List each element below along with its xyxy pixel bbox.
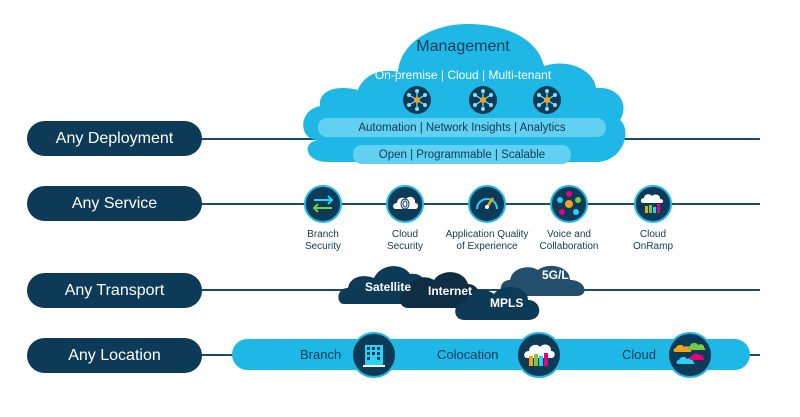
colocation-datacenter-icon xyxy=(516,332,562,378)
any-service-label: Any Service xyxy=(27,186,202,221)
transport-mpls-label: MPLS xyxy=(490,296,524,310)
cloud-onramp-icon xyxy=(634,185,672,223)
transport-internet-label: Internet xyxy=(428,284,473,298)
location-branch-label: Branch xyxy=(300,347,342,362)
branch-security-icon xyxy=(304,185,342,223)
multicloud-icon xyxy=(667,332,713,378)
service-label-app-quality: Application Quality of Experience xyxy=(445,229,529,252)
cloud-security-icon xyxy=(386,185,424,223)
any-transport-label: Any Transport xyxy=(27,273,202,308)
service-label-voice-collab: Voice and Collaboration xyxy=(539,229,599,252)
branch-building-icon xyxy=(351,332,397,378)
service-label-branch-security: Branch Security xyxy=(304,229,342,252)
attributes-bar: Open | Programmable | Scalable xyxy=(353,145,571,164)
hub-icon xyxy=(469,86,497,114)
service-label-cloud-security: Cloud Security xyxy=(386,229,424,252)
hub-icon xyxy=(403,86,431,114)
service-label-cloud-onramp: Cloud OnRamp xyxy=(632,229,673,252)
transport-cloud-cluster xyxy=(338,265,585,320)
location-cloud-label: Cloud xyxy=(622,347,656,362)
management-subtitle: On-premise | Cloud | Multi-tenant xyxy=(374,68,552,82)
capabilities-bar: Automation | Network Insights | Analytic… xyxy=(318,118,606,137)
management-title: Management xyxy=(416,38,510,55)
any-deployment-label: Any Deployment xyxy=(27,121,202,156)
location-colocation-label: Colocation xyxy=(437,347,499,362)
gauge-icon xyxy=(468,185,506,223)
transport-5g-lte-label: 5G/LTE xyxy=(542,268,584,282)
location-bar xyxy=(232,339,750,370)
hub-icon xyxy=(533,86,561,114)
transport-satellite-label: Satellite xyxy=(365,280,412,294)
collaboration-icon xyxy=(550,185,588,223)
any-location-label: Any Location xyxy=(27,338,202,373)
